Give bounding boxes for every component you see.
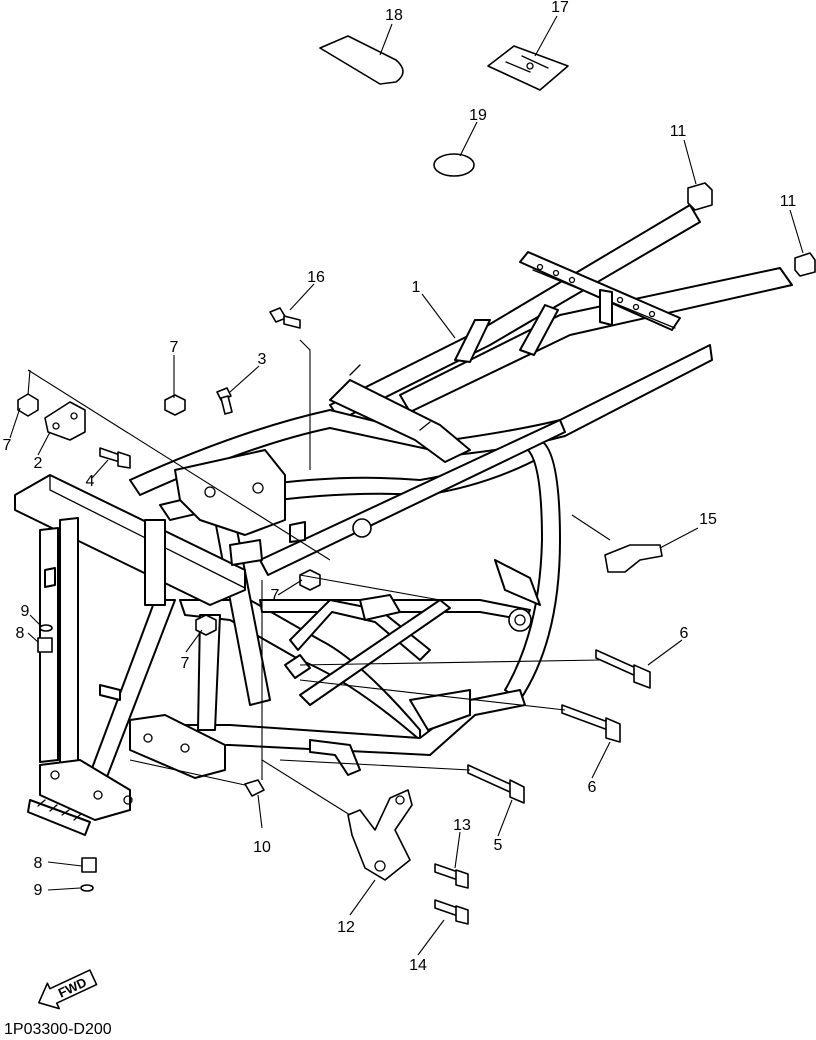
drawing-code: 1P03300-D200 xyxy=(4,1021,112,1038)
callout-12: 12 xyxy=(337,919,355,936)
callout-13: 13 xyxy=(453,817,471,834)
callout-17: 17 xyxy=(551,0,569,16)
callout-19: 19 xyxy=(469,107,487,124)
callout-4: 4 xyxy=(86,473,95,490)
part-8-collar-lower[interactable] xyxy=(81,857,97,873)
callout-6-a: 6 xyxy=(680,625,689,642)
part-10-bolt[interactable] xyxy=(244,779,265,797)
part-7-nut-right[interactable] xyxy=(299,569,321,591)
part-11-cap-b[interactable] xyxy=(794,252,816,277)
callout-7-d: 7 xyxy=(181,655,190,672)
part-9-oring-lower[interactable] xyxy=(80,884,94,892)
part-9-oring-upper[interactable] xyxy=(39,624,53,632)
part-17-plate[interactable] xyxy=(487,45,569,91)
callouts: 18 17 19 11 11 16 1 7 3 7 2 4 15 7 9 8 6… xyxy=(3,0,797,974)
callout-7-b: 7 xyxy=(3,437,12,454)
part-16-bolt[interactable] xyxy=(269,307,301,329)
callout-14: 14 xyxy=(409,957,427,974)
callout-8-a: 8 xyxy=(16,625,25,642)
part-12-bracket[interactable] xyxy=(347,789,413,881)
part-14-bolt[interactable] xyxy=(434,899,469,925)
leader-lines xyxy=(9,15,804,956)
callout-11-b: 11 xyxy=(780,193,797,210)
part-7-nut-lower[interactable] xyxy=(195,614,217,636)
part-19-washer[interactable] xyxy=(433,153,475,177)
callout-6-b: 6 xyxy=(588,779,597,796)
frame-front-section xyxy=(14,449,286,836)
part-7-nut-left[interactable] xyxy=(17,393,39,417)
callout-18: 18 xyxy=(385,7,403,24)
callout-2: 2 xyxy=(34,455,43,472)
part-18-decal[interactable] xyxy=(319,35,404,85)
callout-9-b: 9 xyxy=(34,882,43,899)
part-6-bolt-lower[interactable] xyxy=(561,704,621,743)
callout-11-a: 11 xyxy=(670,123,687,140)
frame-brackets xyxy=(229,521,471,776)
callout-15: 15 xyxy=(699,511,717,528)
callout-3: 3 xyxy=(258,351,267,368)
part-7-nut-mid[interactable] xyxy=(164,394,186,416)
callout-9-a: 9 xyxy=(21,603,30,620)
fwd-arrow: FWD xyxy=(38,969,98,1010)
part-5-bolt[interactable] xyxy=(467,764,525,804)
callout-16: 16 xyxy=(307,269,325,286)
callout-7-c: 7 xyxy=(271,587,280,604)
callout-1: 1 xyxy=(412,279,421,296)
part-8-collar-upper[interactable] xyxy=(37,637,53,653)
part-2-bracket[interactable] xyxy=(44,401,86,441)
part-3-bolt[interactable] xyxy=(216,387,233,415)
callout-8-b: 8 xyxy=(34,855,43,872)
part-15-bracket[interactable] xyxy=(604,544,663,573)
part-13-bolt[interactable] xyxy=(434,863,469,889)
callout-7-a: 7 xyxy=(170,339,179,356)
part-11-cap-a[interactable] xyxy=(687,182,713,211)
callout-10: 10 xyxy=(253,839,271,856)
part-6-bolt-upper[interactable] xyxy=(595,649,651,689)
part-4-bolt[interactable] xyxy=(99,447,131,469)
frame-rear-rails xyxy=(329,204,793,421)
callout-5: 5 xyxy=(494,837,503,854)
